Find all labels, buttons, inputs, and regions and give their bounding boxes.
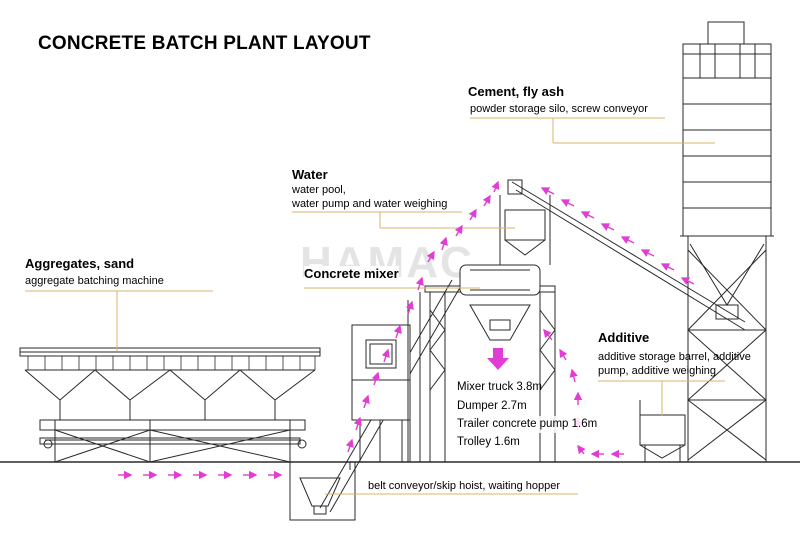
screw-conveyor: [507, 179, 746, 331]
discharge-height-dumper: Dumper 2.7m: [457, 400, 527, 412]
discharge-arrow: [487, 348, 509, 370]
aggregate-batcher: [19, 347, 321, 463]
waiting-hopper: [289, 462, 356, 521]
aggregates-sublabel: aggregate batching machine: [25, 275, 164, 287]
discharge-height-trailer-pump: Trailer concrete pump 1.6m: [457, 416, 598, 433]
flow-arrows: [118, 180, 695, 480]
leader-lines: [25, 117, 725, 495]
mixer-tower: [407, 195, 556, 462]
water-label: Water: [292, 167, 328, 182]
aggregates-label: Aggregates, sand: [25, 256, 135, 271]
water-sublabel-1: water pool,: [292, 184, 346, 196]
belt-conveyor-label: belt conveyor/skip hoist, waiting hopper: [368, 480, 560, 492]
discharge-height-trolley: Trolley 1.6m: [457, 436, 520, 448]
cement-silo: [680, 21, 774, 462]
water-sublabel-2: water pump and water weighing: [292, 198, 448, 210]
additive-label: Additive: [598, 330, 650, 345]
control-cabin: [351, 324, 411, 462]
cement-label: Cement, fly ash: [468, 84, 565, 99]
mixer-label: Concrete mixer: [304, 266, 399, 281]
additive-sublabel-1: additive storage barrel, additive: [598, 351, 751, 363]
discharge-height-mixer-truck: Mixer truck 3.8m: [457, 381, 542, 393]
page-title: CONCRETE BATCH PLANT LAYOUT: [38, 33, 371, 54]
additive-sublabel-2: pump, additive weighing: [598, 365, 717, 377]
cement-sublabel: powder storage silo, screw conveyor: [470, 103, 648, 115]
